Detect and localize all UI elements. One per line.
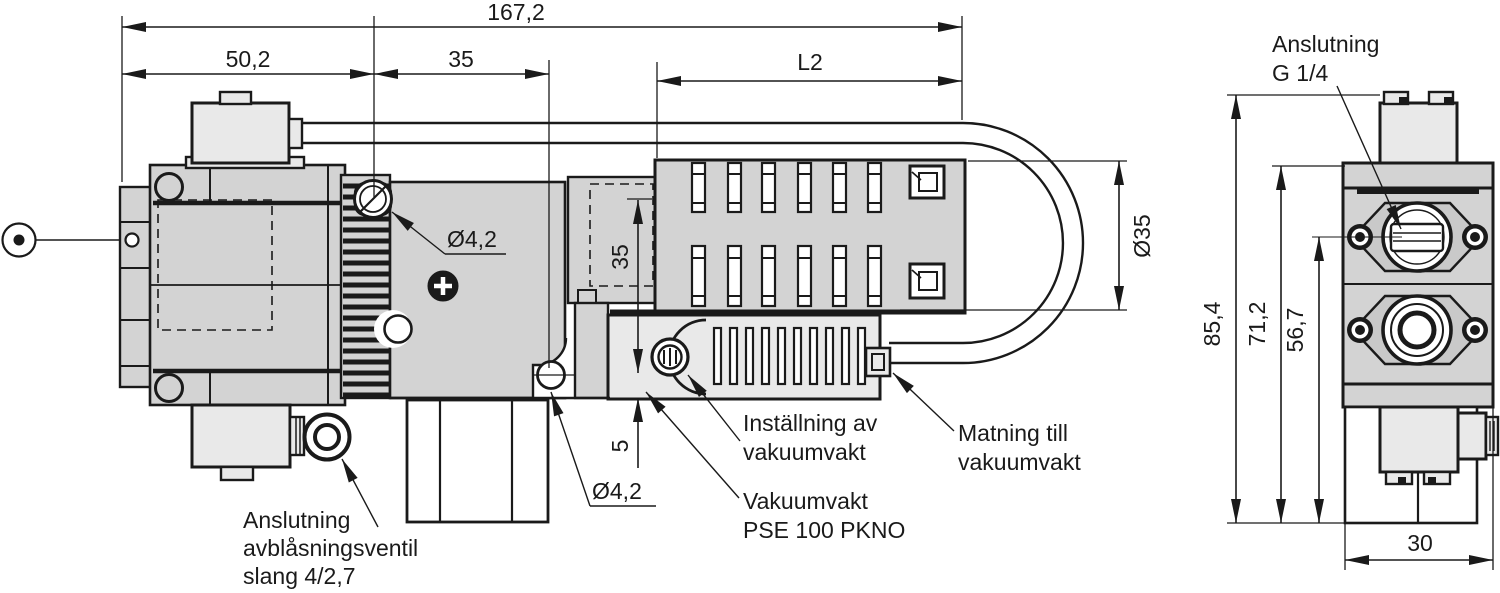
connector-tab	[218, 90, 253, 106]
flange-hole	[124, 232, 140, 248]
end-top-block	[1378, 90, 1459, 165]
label-install-line2: vakuumvakt	[743, 439, 866, 465]
blowoff-port-icon	[302, 412, 352, 462]
label-blowoff-line2: avblåsningsventil	[243, 535, 418, 561]
tube-fitting-top	[287, 117, 304, 150]
solenoid-connector	[184, 90, 306, 170]
label-switch-line1: Vakuumvakt	[743, 488, 868, 514]
upper-port	[1351, 201, 1484, 273]
dim-l2: L2	[656, 49, 962, 158]
label-blowoff-line3: slang 4/2,7	[243, 563, 356, 589]
air-tube	[302, 121, 1085, 365]
dim-height-port-text: 56,7	[1282, 308, 1308, 353]
dim-height-total: 85,4	[1199, 94, 1380, 523]
label-blowoff: Anslutning avblåsningsventil slang 4/2,7	[243, 458, 418, 589]
label-supply: Matning till vakuumvakt	[892, 372, 1081, 475]
dim-height-upper: 71,2	[1244, 165, 1345, 523]
dim-hole-top-text: Ø4,2	[447, 226, 497, 252]
dim-hole-bottom-text: Ø4,2	[592, 478, 642, 504]
label-g14-line2: G 1/4	[1272, 60, 1328, 86]
label-g14: Anslutning G 1/4	[1272, 31, 1402, 230]
dim-width-text: 30	[1407, 530, 1433, 556]
pump-body	[148, 163, 347, 407]
label-install: Inställning av vakuumvakt	[687, 374, 878, 465]
silencer	[610, 158, 967, 315]
dim-base-offset: 5	[607, 398, 643, 468]
silencer-clip-bottom	[908, 262, 946, 300]
dim-hole-bottom: Ø4,2	[550, 391, 656, 507]
dimensions-side: 167,2 50,2 35 L2 Ø35 35	[121, 0, 1155, 589]
phillips-screw-icon	[427, 270, 459, 302]
dim-left-text: 50,2	[226, 46, 271, 72]
dim-mid-segment: 35	[374, 46, 550, 368]
dim-base-offset-text: 5	[607, 440, 633, 453]
slotted-screw-icon	[353, 179, 393, 219]
silencer-clip-top	[908, 164, 946, 200]
dim-hole-top: Ø4,2	[391, 211, 506, 255]
end-body	[1341, 161, 1495, 409]
dim-silencer-dia-text: Ø35	[1129, 214, 1155, 257]
dimensions-end: Anslutning G 1/4 85,4 71,2 56,7 30	[1199, 31, 1494, 570]
dim-overall: 167,2	[121, 0, 963, 182]
dim-hole-spacing: 35	[607, 198, 652, 373]
dim-mid-text: 35	[448, 46, 474, 72]
silencer-slots-bottom	[690, 244, 883, 308]
body-screw-bottom	[154, 373, 184, 403]
vent-hole	[374, 310, 413, 348]
label-supply-line1: Matning till	[958, 420, 1068, 446]
dim-height-total-text: 85,4	[1199, 301, 1225, 346]
label-blowoff-line1: Anslutning	[243, 507, 350, 533]
label-supply-line2: vakuumvakt	[958, 449, 1081, 475]
dim-hole-spacing-text: 35	[607, 244, 633, 270]
side-view	[1, 90, 1085, 524]
dim-silencer-dia: Ø35	[900, 160, 1155, 311]
dim-height-upper-text: 71,2	[1244, 302, 1270, 347]
silencer-slots-top	[690, 161, 883, 214]
adjustment-screw-icon	[650, 337, 690, 377]
dim-overall-text: 167,2	[487, 0, 545, 25]
vacuum-switch	[606, 313, 892, 401]
label-install-line1: Inställning av	[743, 410, 878, 436]
end-view	[1341, 90, 1500, 525]
label-switch: Vakuumvakt PSE 100 PKNO	[645, 391, 905, 543]
hidden-cartridge-outline	[157, 199, 273, 331]
blowoff-valve	[190, 403, 352, 482]
switch-supply-fitting	[864, 346, 892, 378]
dim-l2-text: L2	[797, 49, 823, 75]
body-screw-top	[154, 172, 184, 202]
label-switch-line2: PSE 100 PKNO	[743, 517, 905, 543]
end-connector	[1456, 411, 1500, 461]
end-lower-assembly	[1343, 405, 1500, 525]
dim-left-segment: 50,2	[122, 16, 375, 197]
left-flange	[118, 185, 155, 389]
dim-width: 30	[1344, 408, 1494, 570]
label-g14-line1: Anslutning	[1272, 31, 1379, 57]
dim-height-port: 56,7	[1282, 236, 1402, 523]
exhaust-block	[405, 398, 550, 524]
datum-target-icon	[1, 222, 121, 258]
lower-port	[1351, 294, 1484, 366]
